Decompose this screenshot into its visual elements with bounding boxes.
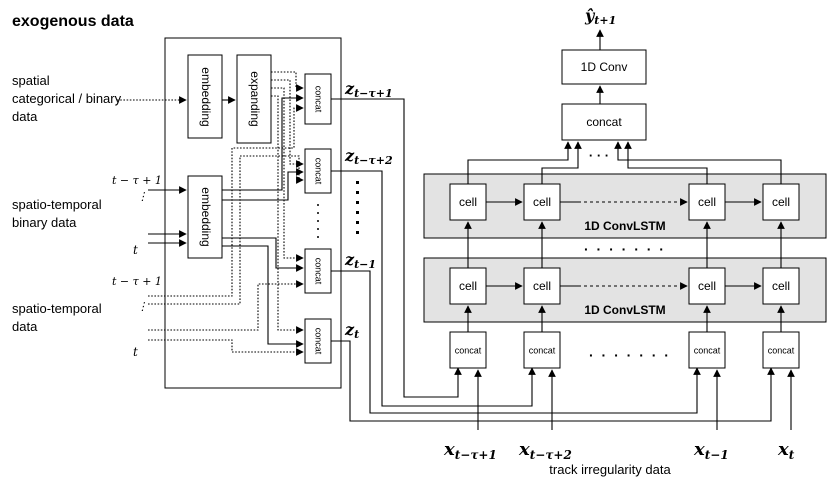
t-start-label-2: t − τ + 1: [112, 275, 162, 288]
svg-text:binary data: binary data: [12, 215, 77, 230]
svg-text:cell: cell: [533, 279, 551, 293]
concat-right-2: concat: [523, 331, 561, 369]
svg-text:cell: cell: [533, 195, 551, 209]
embedding-block-temporal: [187, 175, 223, 259]
concat-to-cell-arrows: [464, 305, 785, 332]
t-start-label-1: t − τ + 1: [112, 174, 162, 187]
concat-right-4: concat: [762, 331, 800, 369]
inter-layer-arrows: [464, 221, 785, 268]
convlstm-band-bottom: [423, 257, 827, 323]
x-label-3: xt−1: [693, 439, 729, 462]
concat-left-vdots: [317, 204, 319, 238]
spatio-temporal-binary-label: spatio-temporal binary data: [12, 197, 102, 230]
svg-text:concat: concat: [455, 345, 482, 355]
embedding-output-lines: [222, 94, 304, 348]
conv1d-label: 1D Conv: [581, 60, 628, 74]
embedding-label-temporal: embedding: [199, 187, 213, 246]
expanding-output-dotted-lines: [271, 71, 304, 334]
svg-text:concat: concat: [529, 345, 556, 355]
concat-left-4: concat: [304, 318, 332, 364]
svg-text:categorical / binary: categorical / binary: [12, 91, 122, 106]
x-input-arrows: [474, 369, 795, 430]
svg-text:spatio-temporal: spatio-temporal: [12, 301, 102, 316]
spatial-input-label: spatial categorical / binary data: [12, 73, 122, 124]
cell-bottom-2: cell: [523, 267, 561, 305]
svg-text:concat: concat: [314, 328, 324, 355]
svg-text:cell: cell: [772, 195, 790, 209]
spatio-temporal-data-label: spatio-temporal data: [12, 301, 102, 334]
cell-top-2: cell: [523, 183, 561, 221]
svg-text:concat: concat: [694, 345, 721, 355]
svg-text:data: data: [12, 319, 38, 334]
vdots-2: ⋮: [137, 300, 148, 313]
conv1d-block: [561, 49, 647, 85]
concat-left-2: concat: [304, 148, 332, 194]
page-title: exogenous data: [12, 13, 134, 30]
svg-text:concat: concat: [768, 345, 795, 355]
cell-bottom-3: cell: [688, 267, 726, 305]
concat-top: [561, 103, 647, 141]
svg-text:data: data: [12, 109, 38, 124]
concat-right-1: concat: [449, 331, 487, 369]
svg-text:spatial: spatial: [12, 73, 50, 88]
embedding-block-spatial: [187, 54, 223, 139]
embedding-label-spatial: embedding: [199, 67, 213, 126]
binary-input-arrows: [148, 186, 187, 247]
output-label: ŷt+1: [584, 6, 616, 27]
layers-dots: · · · · · · ·: [584, 241, 666, 257]
timestep-dots: · · · · · · ·: [589, 347, 671, 363]
svg-text:concat: concat: [314, 86, 324, 113]
top-concat-dots: · · ·: [589, 148, 609, 163]
track-irregularity-caption: track irregularity data: [549, 462, 671, 477]
svg-text:cell: cell: [459, 195, 477, 209]
cell-bottom-4: cell: [762, 267, 800, 305]
vdots-1: ⋮: [137, 190, 148, 203]
svg-text:spatio-temporal: spatio-temporal: [12, 197, 102, 212]
svg-text:concat: concat: [314, 258, 324, 285]
cell-bottom-1: cell: [449, 267, 487, 305]
cell-top-4: cell: [762, 183, 800, 221]
x-label-4: xt: [777, 439, 795, 462]
expanding-block: [236, 54, 272, 144]
convlstm-label-top: 1D ConvLSTM: [584, 219, 665, 233]
temporal-data-dotted-lines: [148, 104, 304, 356]
convlstm-band-top: [423, 173, 827, 239]
concat-top-label: concat: [586, 115, 622, 129]
cell-top-1: cell: [449, 183, 487, 221]
z-label-2: zt−τ+2: [344, 146, 393, 167]
x-label-2: xt−τ+2: [518, 439, 572, 462]
concat-left-3: concat: [304, 248, 332, 294]
svg-text:cell: cell: [459, 279, 477, 293]
cells-to-top-concat-lines: [467, 141, 782, 184]
t-end-label-2: t: [133, 345, 138, 359]
convlstm-label-bottom: 1D ConvLSTM: [584, 303, 665, 317]
cell-top-3: cell: [688, 183, 726, 221]
svg-text:cell: cell: [772, 279, 790, 293]
z-routing-lines: [331, 98, 775, 422]
expanding-label: expanding: [248, 71, 262, 126]
z-label-4: zt: [344, 320, 359, 341]
z-label-3: zt−1: [344, 250, 376, 271]
svg-text:cell: cell: [698, 279, 716, 293]
svg-text:cell: cell: [698, 195, 716, 209]
z-vdots: [356, 181, 359, 234]
z-label-1: zt−τ+1: [344, 79, 393, 100]
concat-left-1: concat: [304, 73, 332, 125]
svg-text:concat: concat: [314, 158, 324, 185]
concat-right-3: concat: [688, 331, 726, 369]
x-label-1: xt−τ+1: [443, 439, 497, 462]
t-end-label-1: t: [133, 243, 138, 257]
